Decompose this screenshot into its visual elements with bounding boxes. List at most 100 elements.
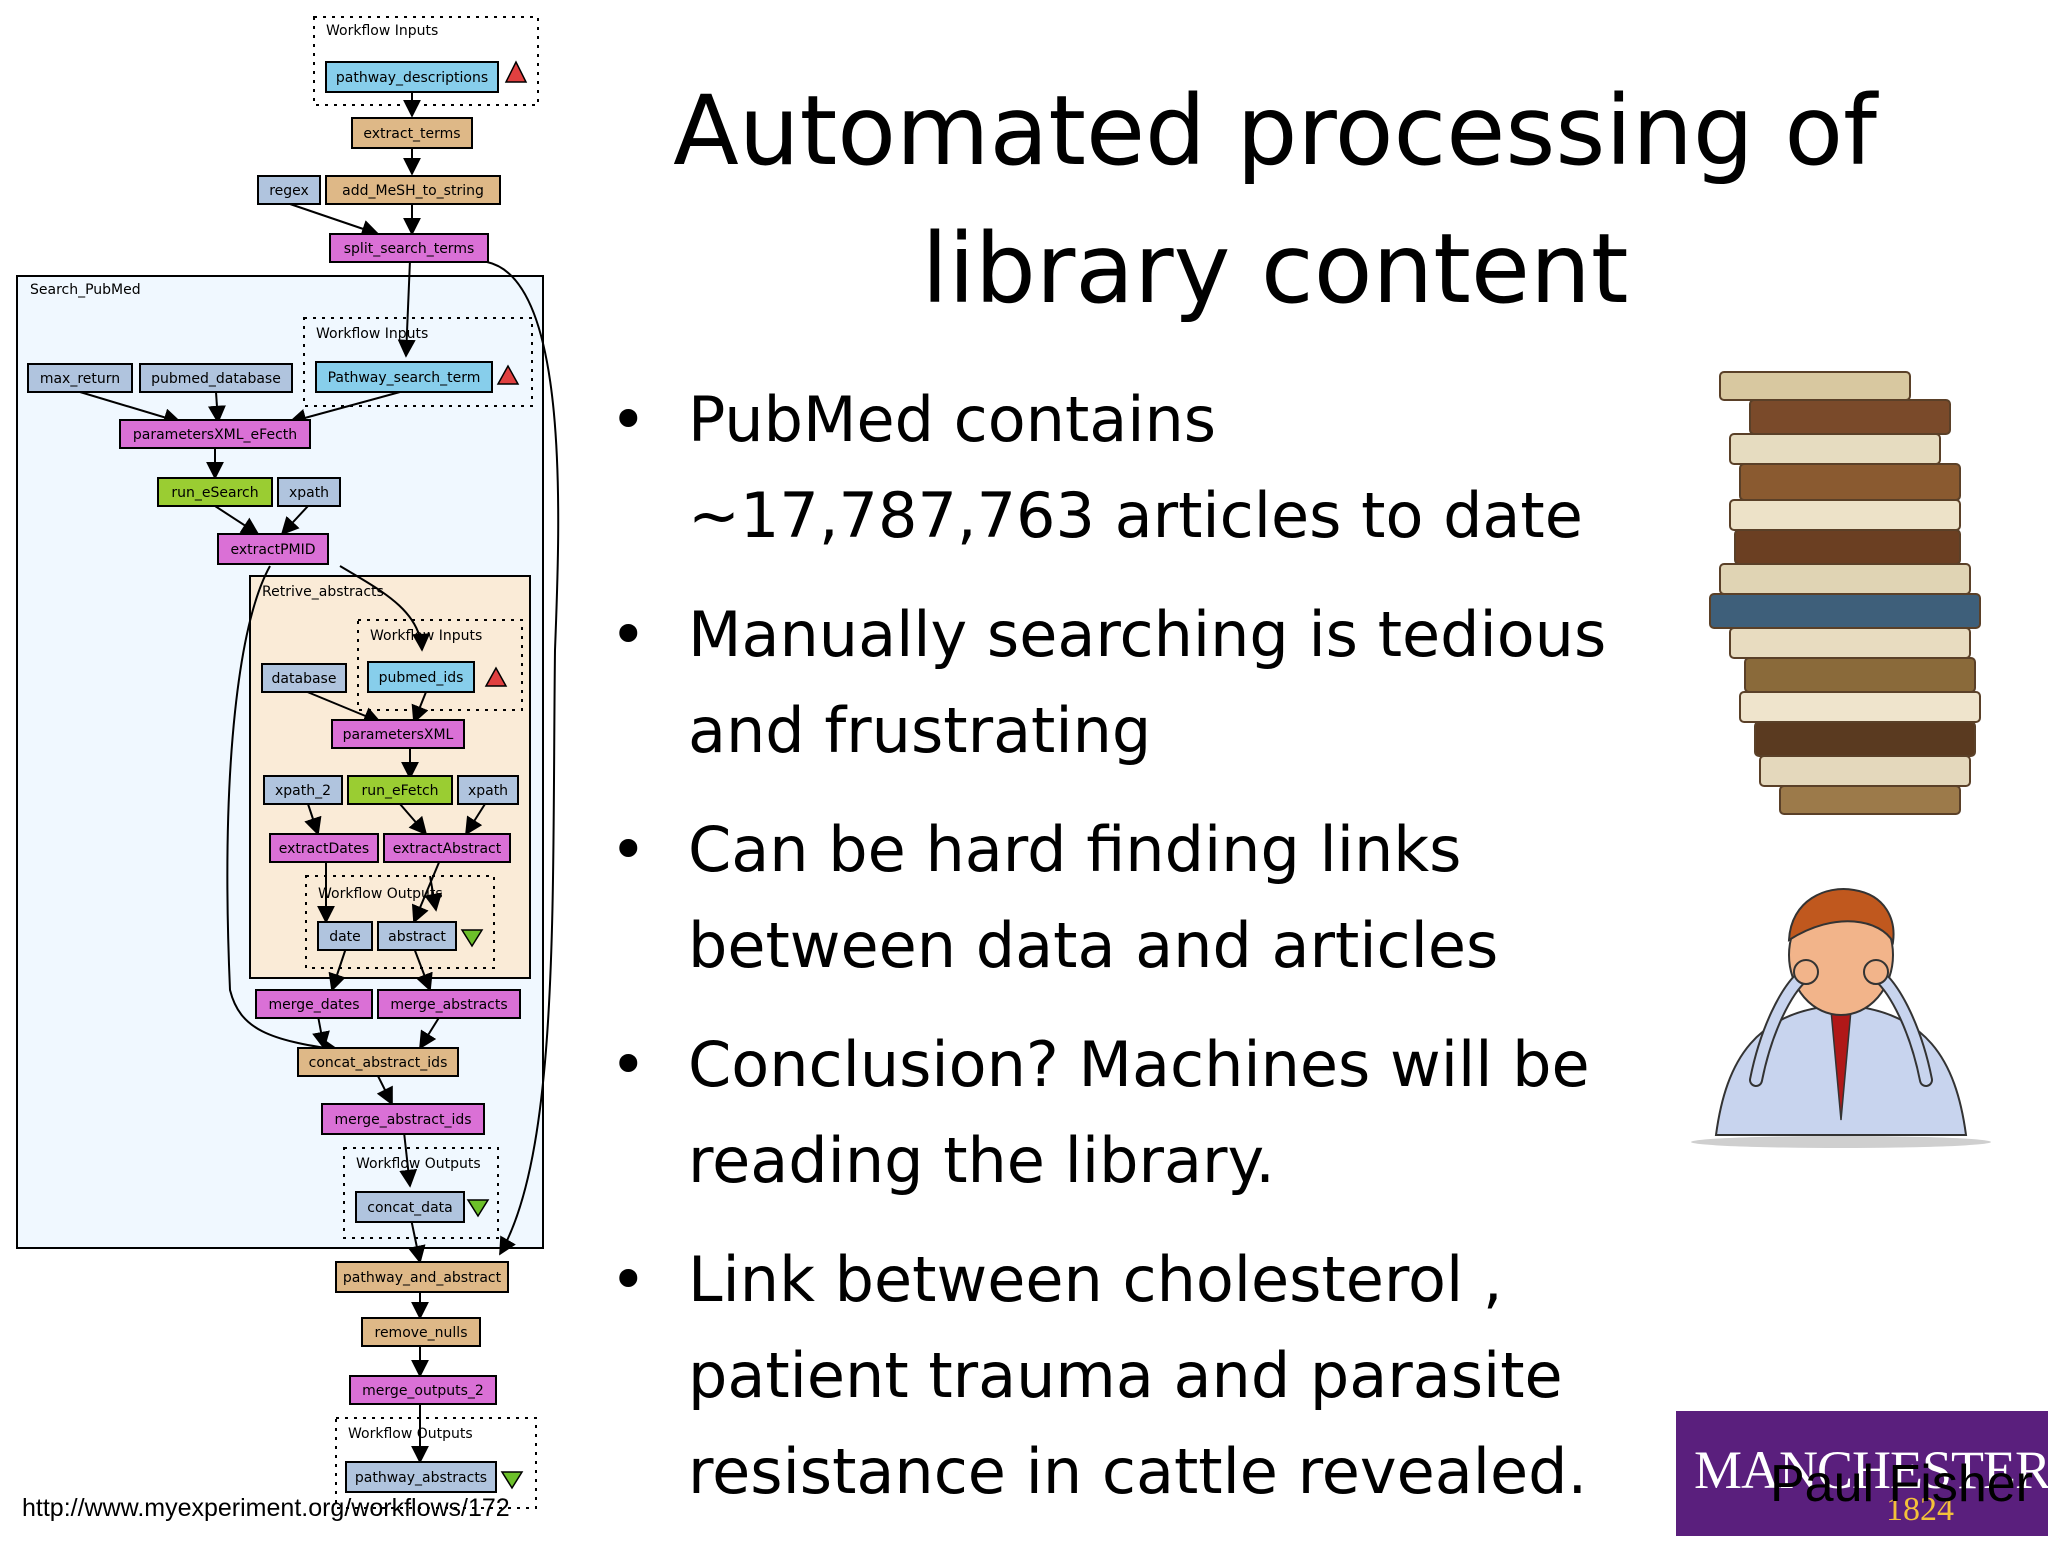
bullet-line: Can be hard finding links: [688, 813, 1462, 886]
node-pubmed-database: [139, 363, 293, 393]
bullet-list: PubMed contains ~17,787,763 articles to …: [610, 372, 1670, 1543]
logo-year: 1824: [1886, 1491, 1954, 1528]
group-workflow-outputs-3: [335, 1417, 537, 1509]
node-extractabstract-label: extractAbstract: [393, 841, 502, 857]
node-split-search-terms: [329, 233, 489, 263]
node-parametersxml-efecth-label: parametersXML_eFecth: [133, 427, 297, 443]
node-split-search-terms-label: split_search_terms: [344, 241, 475, 257]
node-merge-abstract-ids: [321, 1103, 485, 1135]
node-xpath: [277, 477, 341, 507]
node-pubmed-database-label: pubmed_database: [151, 371, 281, 387]
logo-name: MANCHESTER: [1694, 1440, 2048, 1500]
node-concat-abstract-ids-label: concat_abstract_ids: [309, 1055, 448, 1071]
node-pubmed-ids-label: pubmed_ids: [379, 670, 464, 686]
group-workflow-inputs-1-label: Workflow Inputs: [326, 23, 438, 39]
node-max-return-label: max_return: [40, 371, 120, 387]
bullet-line: PubMed contains: [688, 383, 1217, 456]
manchester-logo: MANCHESTER 1824: [1676, 1411, 2048, 1536]
node-extractpmid-label: extractPMID: [230, 542, 315, 558]
node-merge-outputs-2-label: merge_outputs_2: [362, 1383, 484, 1399]
node-extractpmid: [217, 533, 329, 565]
node-pubmed-ids: [367, 661, 475, 693]
node-run-esearch: [157, 477, 273, 507]
bullet-item: Conclusion? Machines will be reading the…: [610, 1017, 1670, 1209]
group-workflow-outputs-3-label: Workflow Outputs: [348, 1426, 473, 1442]
node-pathway-and-abstract-label: pathway_and_abstract: [343, 1270, 502, 1286]
bullet-item: PubMed contains ~17,787,763 articles to …: [610, 372, 1670, 564]
node-pathway-descriptions-label: pathway_descriptions: [336, 70, 488, 86]
group-workflow-outputs-2-label: Workflow Outputs: [356, 1156, 481, 1172]
node-add-mesh: [325, 175, 501, 205]
node-concat-abstract-ids: [297, 1047, 459, 1077]
author-name: Paul Fisher: [1770, 1455, 2033, 1513]
node-xpath-b-label: xpath: [468, 783, 508, 799]
bullet-line: between data and articles: [688, 909, 1499, 982]
group-workflow-outputs-2: [343, 1147, 499, 1239]
group-workflow-outputs-1: [305, 875, 495, 969]
node-extractabstract: [383, 833, 511, 863]
bullet-item: Can be hard finding links between data a…: [610, 802, 1670, 994]
node-database-label: database: [272, 671, 337, 687]
bullet-line: Conclusion? Machines will be: [688, 1028, 1590, 1101]
node-merge-dates: [255, 989, 373, 1019]
node-database: [261, 663, 347, 693]
bullet-line: ~17,787,763 articles to date: [688, 479, 1583, 552]
bullet-line: patient trauma and parasite: [688, 1339, 1563, 1412]
bullet-line: and frustrating: [688, 694, 1152, 767]
bullet-line: resistance in cattle revealed.: [688, 1435, 1588, 1508]
node-run-esearch-label: run_eSearch: [171, 485, 258, 501]
node-regex: [257, 175, 321, 205]
node-abstract: [377, 921, 457, 951]
node-concat-data: [355, 1191, 465, 1223]
node-max-return: [27, 363, 133, 393]
group-workflow-inputs-1: [313, 16, 539, 106]
group-workflow-inputs-2-label: Workflow Inputs: [316, 326, 428, 342]
node-merge-dates-label: merge_dates: [268, 997, 359, 1013]
workflow-edges: [79, 92, 560, 1464]
node-date-label: date: [329, 929, 361, 945]
slide-title-line-2: library content: [921, 213, 1629, 325]
group-workflow-outputs-1-label: Workflow Outputs: [318, 886, 443, 902]
node-parametersxml: [331, 719, 465, 749]
bullet-line: reading the library.: [688, 1124, 1276, 1197]
group-search-pubmed-label: Search_PubMed: [30, 282, 141, 298]
bullet-line: Link between cholesterol ,: [688, 1243, 1503, 1316]
node-xpath-label: xpath: [289, 485, 329, 501]
node-pathway-search-term-label: Pathway_search_term: [328, 370, 481, 386]
node-merge-abstracts: [377, 989, 521, 1019]
frustrated-man-image: [1691, 888, 1991, 1148]
books-stack-image: [1709, 371, 1981, 815]
bullet-item: Manually searching is tedious and frustr…: [610, 587, 1670, 779]
input-triangle-icon: [496, 364, 520, 385]
output-triangle-icon: [466, 1199, 490, 1218]
bullet-line: Manually searching is tedious: [688, 598, 1607, 671]
node-run-efetch-label: run_eFetch: [361, 783, 438, 799]
node-parametersxml-label: parametersXML: [343, 727, 454, 743]
group-workflow-inputs-2: [303, 317, 533, 407]
input-triangle-icon: [504, 60, 528, 83]
slide-title: Automated processing of library content: [600, 62, 1950, 338]
node-xpath-2-label: xpath_2: [275, 783, 331, 799]
node-xpath-2: [263, 775, 343, 805]
node-merge-outputs-2: [349, 1375, 497, 1405]
node-xpath-b: [457, 775, 519, 805]
group-workflow-inputs-3-label: Workflow Inputs: [370, 628, 482, 644]
node-merge-abstract-ids-label: merge_abstract_ids: [334, 1112, 471, 1128]
node-remove-nulls: [361, 1317, 481, 1347]
node-regex-label: regex: [269, 183, 309, 199]
node-run-efetch: [347, 775, 453, 805]
node-extractdates: [269, 833, 379, 863]
node-pathway-and-abstract: [335, 1261, 509, 1293]
node-pathway-descriptions: [325, 61, 499, 93]
output-triangle-icon: [500, 1471, 524, 1490]
node-abstract-label: abstract: [388, 929, 446, 945]
slide-title-line-1: Automated processing of: [673, 75, 1877, 187]
node-extract-terms-label: extract_terms: [363, 126, 460, 142]
workflow-diagram: Search_PubMed Retrive_abstracts Workflow…: [16, 16, 560, 1509]
node-extractdates-label: extractDates: [279, 841, 369, 857]
node-date: [317, 921, 373, 951]
node-concat-data-label: concat_data: [367, 1200, 452, 1216]
node-extract-terms: [351, 117, 473, 149]
node-remove-nulls-label: remove_nulls: [375, 1325, 468, 1341]
node-pathway-search-term: [315, 361, 493, 393]
